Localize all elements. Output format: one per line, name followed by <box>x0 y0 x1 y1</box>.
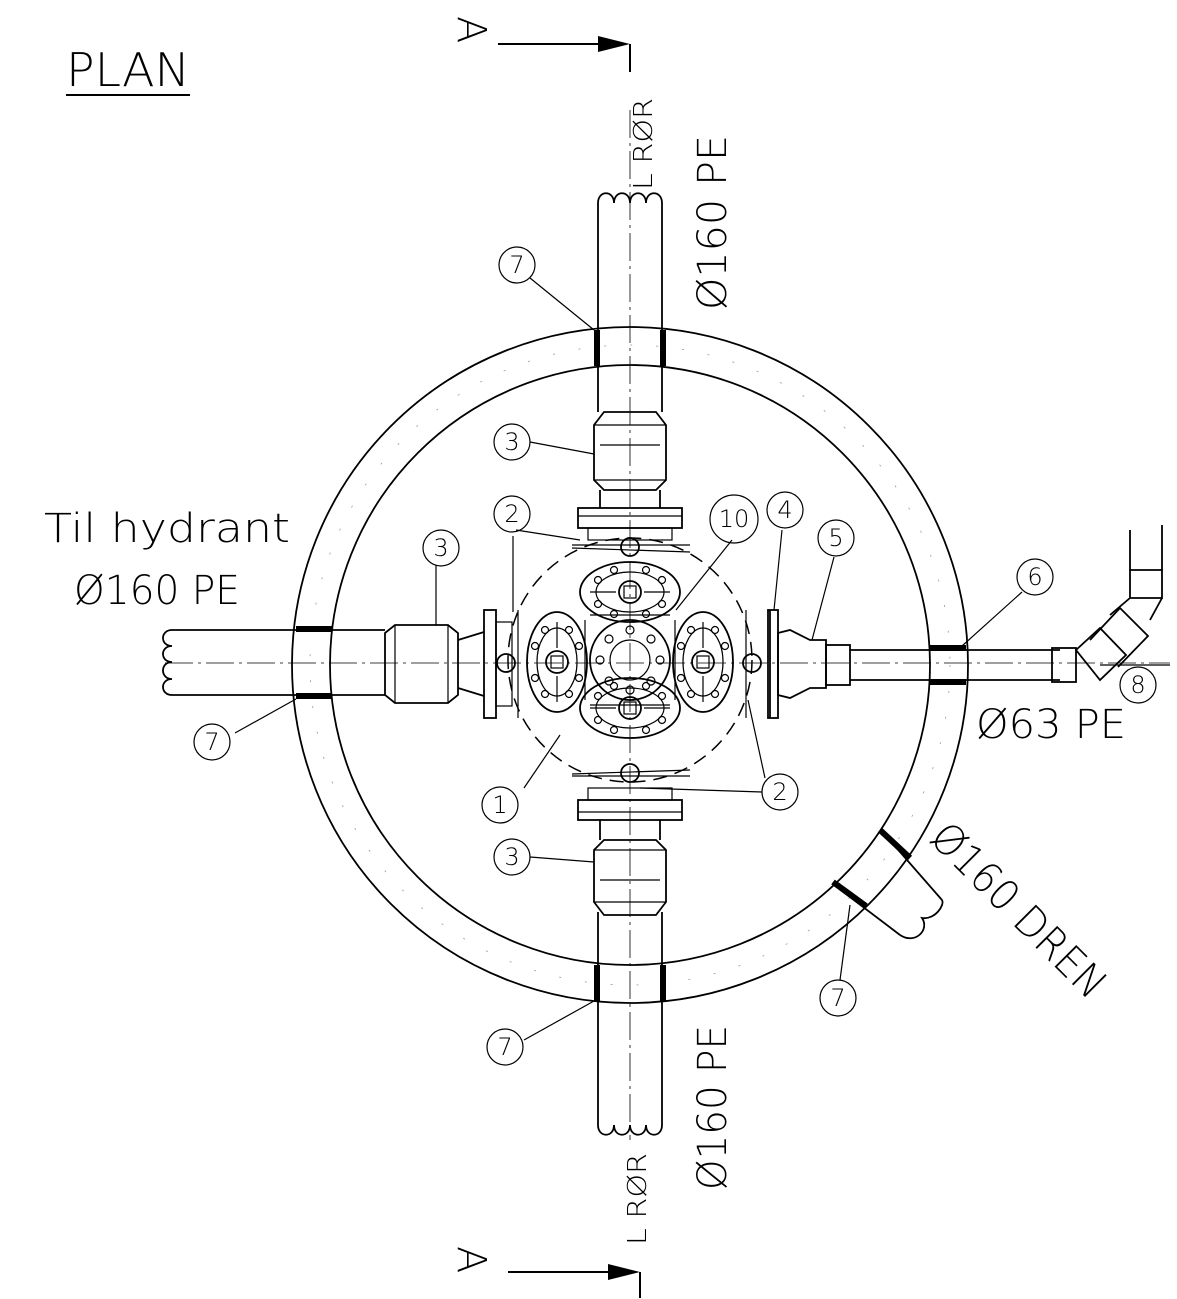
callout-3-west: 3 <box>433 534 448 562</box>
hydrant-label-line1: Til hydrant <box>44 506 290 552</box>
callout-2-south: 2 <box>772 778 787 806</box>
callout-7-north: 7 <box>509 251 524 279</box>
callout-8: 8 <box>1130 671 1145 699</box>
callout-bubbles: 7 3 2 3 10 4 5 6 8 7 1 2 3 7 7 <box>193 246 1157 1066</box>
pipe-tag-top: L RØR <box>629 98 659 190</box>
callout-10: 10 <box>719 505 750 533</box>
south-pipe-label: Ø160 PE <box>690 1025 736 1190</box>
east-pipe-label: Ø63 PE <box>976 702 1126 748</box>
pipe-tag-bottom: L RØR <box>623 1153 653 1245</box>
south-pipe <box>571 763 691 1136</box>
callout-2-north: 2 <box>504 500 519 528</box>
callout-5: 5 <box>828 524 843 552</box>
callout-leaders <box>234 277 1023 1041</box>
callout-3-north: 3 <box>504 428 519 456</box>
callout-1: 1 <box>492 791 507 819</box>
callout-7-drain: 7 <box>830 984 845 1012</box>
callout-7-west: 7 <box>204 728 219 756</box>
north-pipe <box>571 192 691 557</box>
callout-3-south: 3 <box>504 843 519 871</box>
callout-4: 4 <box>777 496 792 524</box>
section-marker-bottom: A <box>448 1246 641 1298</box>
svg-text:A: A <box>448 1246 494 1273</box>
north-pipe-label: Ø160 PE <box>690 135 736 310</box>
drawing-title: PLAN <box>66 43 190 97</box>
drain-label: Ø160 DREN <box>921 812 1117 1008</box>
hydrant-label-line2: Ø160 PE <box>74 568 240 614</box>
drain-pipe <box>831 827 944 940</box>
valve-west <box>526 611 588 713</box>
callout-7-south: 7 <box>497 1033 512 1061</box>
centerlines <box>165 110 1170 1140</box>
west-pipe <box>162 609 519 719</box>
section-marker-top: A <box>448 16 631 72</box>
svg-text:A: A <box>448 16 494 43</box>
east-pipe <box>742 525 1170 719</box>
valve-east <box>672 611 734 713</box>
callout-6: 6 <box>1027 563 1042 591</box>
